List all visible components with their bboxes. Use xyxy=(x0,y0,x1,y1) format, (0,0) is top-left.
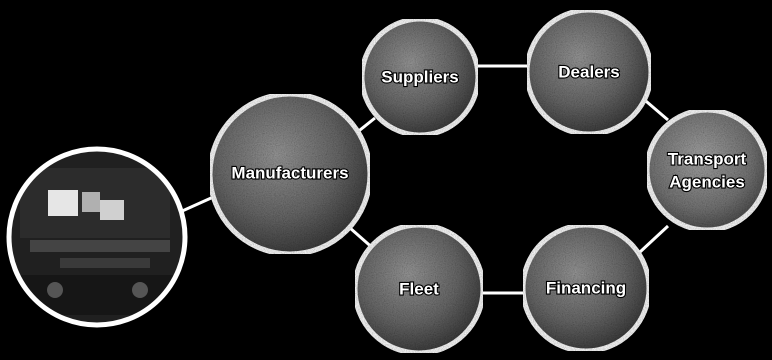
node-fleet: Fleet xyxy=(352,222,486,356)
node-manufacturers: Manufacturers xyxy=(207,91,373,257)
node-financing: Financing xyxy=(520,222,652,354)
node-manufacturers-label: Manufacturers xyxy=(231,163,348,182)
node-dealers: Dealers xyxy=(524,7,654,137)
connector-transport-financing xyxy=(638,224,670,254)
node-transport-label-line2: Agencies xyxy=(669,172,745,191)
node-transport-agencies: Transport Agencies xyxy=(644,107,770,233)
vehicle-photo xyxy=(6,146,188,328)
node-suppliers-label: Suppliers xyxy=(381,67,458,86)
node-suppliers: Suppliers xyxy=(359,16,481,138)
node-transport-label-line1: Transport xyxy=(668,149,747,168)
node-fleet-label: Fleet xyxy=(399,279,439,298)
node-financing-label: Financing xyxy=(546,278,626,297)
node-dealers-label: Dealers xyxy=(558,62,619,81)
